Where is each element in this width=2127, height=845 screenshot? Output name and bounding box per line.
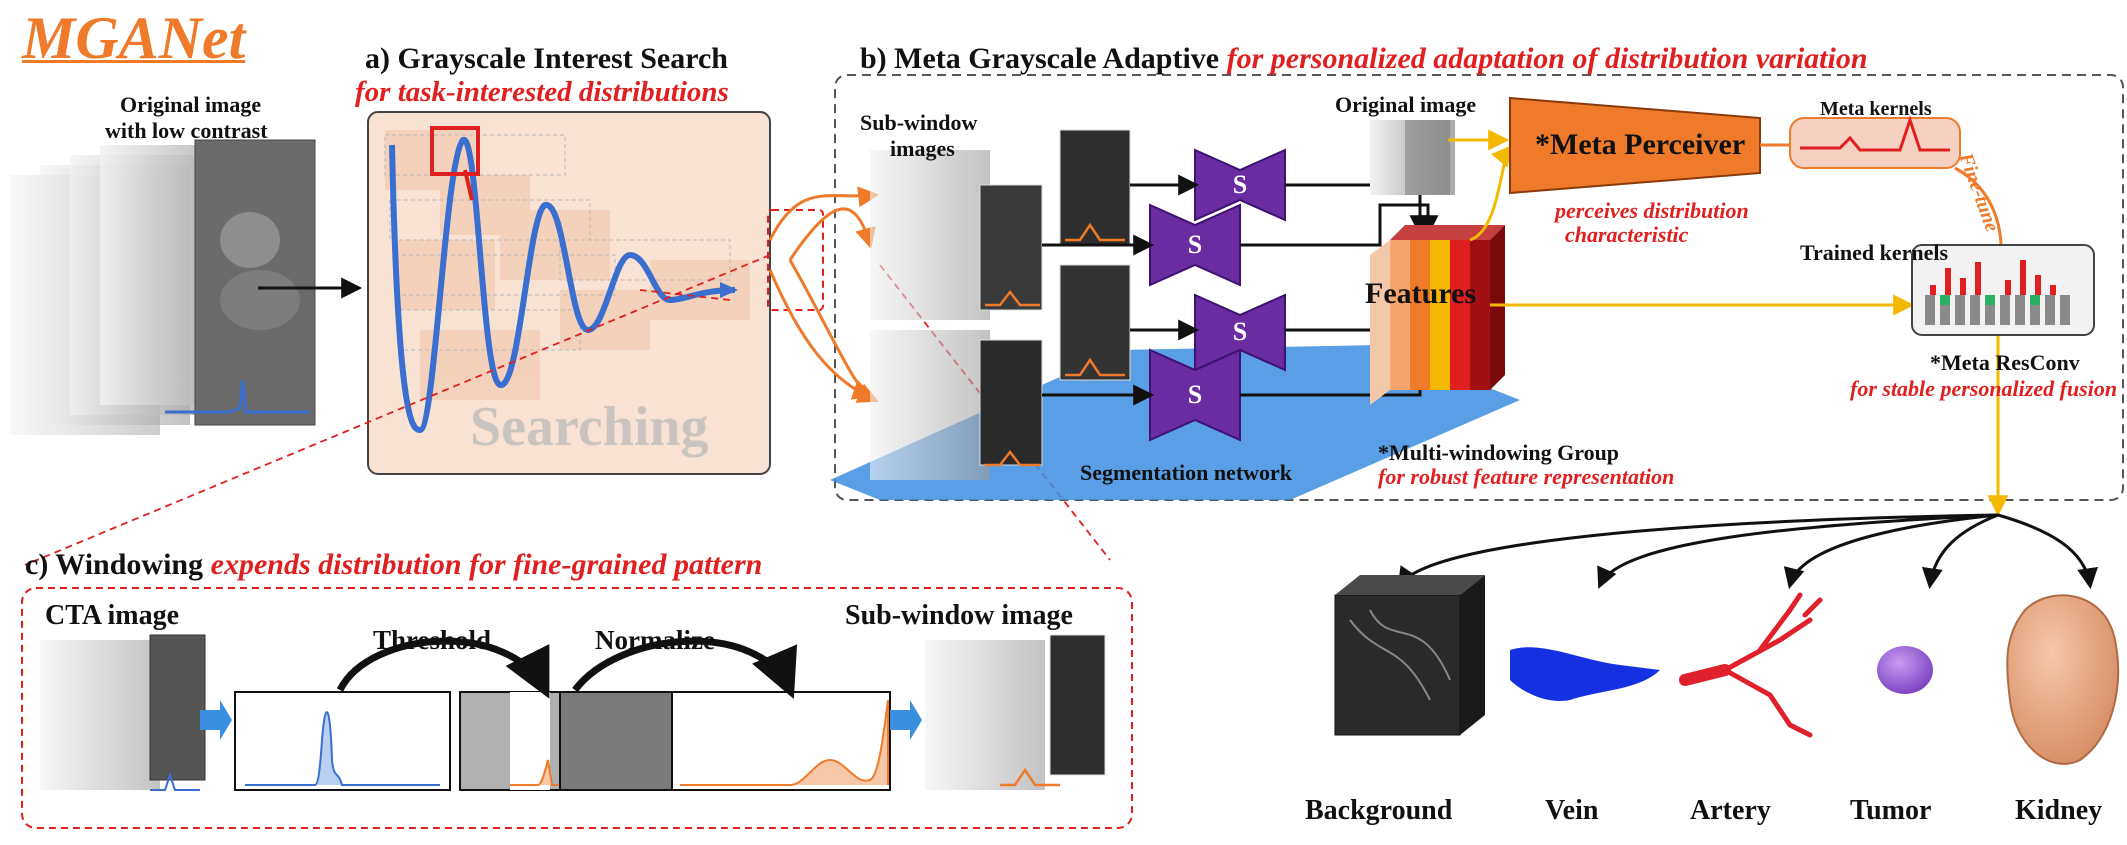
subwindow-stack-top (870, 129, 1131, 320)
seg-network-label: Segmentation network (1080, 460, 1293, 485)
original-image-thumb (1370, 120, 1455, 195)
trained-kernels-label: Trained kernels (1800, 240, 1949, 265)
brand-title: MGANet (22, 5, 246, 71)
cta-image-stack (40, 634, 206, 791)
meta-kernels-label: Meta kernels (1820, 98, 1932, 120)
s-label-3: S (1233, 317, 1247, 346)
original-image-label: Original image (1335, 92, 1477, 117)
output-label-vein: Vein (1545, 795, 1599, 826)
original-image-stack (10, 139, 316, 435)
perceives-line2: characteristic (1565, 222, 1689, 247)
s-label-4: S (1188, 380, 1202, 409)
output-background-render (1334, 575, 1485, 736)
threshold-label: Threshold (373, 625, 492, 655)
subwindow-label-line1: Sub-window (860, 110, 978, 135)
output-vein-render (1510, 647, 1660, 701)
output-artery-render (1679, 592, 1823, 738)
perceives-line1: perceives distribution (1555, 198, 1749, 223)
subwindow-image-label: Sub-window image (845, 600, 1073, 631)
meta-resconv-note: for stable personalized fusion (1850, 376, 2118, 401)
section-c-subtitle: expends distribution for fine-grained pa… (210, 548, 763, 581)
subwindow-stack-bottom (870, 264, 1131, 480)
feature-blocks (1370, 225, 1505, 405)
output-kidney-render (2006, 594, 2119, 765)
histogram-raw (234, 691, 451, 791)
searching-watermark: Searching (470, 396, 709, 458)
input-label-line1: Original image (120, 92, 262, 117)
input-label-line2: with low contrast (105, 118, 268, 143)
section-c-title: c) Windowing expends distribution for fi… (25, 548, 762, 582)
meta-resconv-label: *Meta ResConv (1930, 350, 2080, 375)
output-label-background: Background (1305, 795, 1453, 826)
output-label-kidney: Kidney (2015, 795, 2103, 826)
s-label-2: S (1188, 230, 1202, 259)
section-c-title-text: c) Windowing (25, 548, 204, 581)
section-b-subtitle: for personalized adaptation of distribut… (1226, 42, 1868, 75)
multi-windowing-note: for robust feature representation (1378, 464, 1675, 489)
section-b-title-text: b) Meta Grayscale Adaptive (860, 42, 1220, 75)
cta-image-label: CTA image (45, 600, 180, 631)
seg-networks (1149, 148, 1286, 442)
normalize-label: Normalize (595, 625, 715, 655)
trained-kernels-box (1911, 244, 2095, 336)
histogram-normalized (671, 691, 891, 791)
features-label: Features (1365, 277, 1477, 310)
meta-kernels-box (1789, 115, 1961, 169)
histogram-threshold (459, 691, 561, 791)
s-label-1: S (1233, 170, 1247, 199)
subwindow-output-stack (925, 634, 1106, 790)
section-a-subtitle: for task-interested distributions (355, 76, 729, 108)
output-label-artery: Artery (1690, 795, 1771, 826)
section-b-title: b) Meta Grayscale Adaptive for personali… (860, 42, 1868, 76)
meta-perceiver-label: *Meta Perceiver (1535, 128, 1746, 161)
multi-windowing-label: *Multi-windowing Group (1378, 440, 1620, 465)
subwindow-label-line2: images (890, 136, 955, 161)
histogram-normalize-gap (559, 691, 673, 791)
output-tumor-render (1877, 646, 1933, 694)
output-label-tumor: Tumor (1850, 795, 1932, 826)
section-a-title: a) Grayscale Interest Search (365, 42, 728, 75)
